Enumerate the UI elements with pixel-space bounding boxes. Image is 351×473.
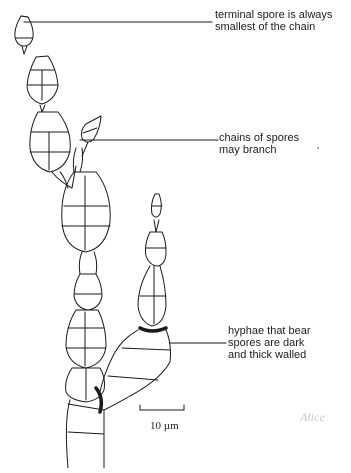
artist-signature: Alice: [300, 410, 325, 425]
right-hypha: [100, 330, 171, 410]
spore-5: [74, 274, 102, 310]
spore-2: [27, 56, 58, 112]
label-terminal-spore: terminal spore is always smallest of the…: [215, 9, 332, 33]
spore-7: [66, 368, 105, 402]
label-hyphae: hyphae that bear spores are dark and thi…: [228, 325, 311, 361]
branch-spore: [82, 116, 102, 156]
label-terminal-spore-line2: smallest of the chain: [215, 21, 332, 33]
scale-bar-label: 10 µm: [150, 420, 179, 432]
label-hyphae-line3: and thick walled: [228, 349, 311, 361]
label-terminal-spore-line1: terminal spore is always: [215, 9, 332, 21]
label-hyphae-line1: hyphae that bear: [228, 325, 311, 337]
label-hyphae-line2: spores are dark: [228, 337, 311, 349]
scale-bar: [140, 405, 184, 410]
label-branching: chains of spores may branch: [219, 132, 299, 156]
spore-4: [62, 172, 110, 252]
spore-6: [66, 310, 106, 368]
main-hypha: [66, 400, 104, 468]
spore-3: [30, 112, 70, 172]
right-chain-terminal: [151, 194, 162, 232]
label-branching-line2: may branch: [219, 144, 299, 156]
right-chain-spore: [138, 232, 166, 326]
label-branching-line1: chains of spores: [219, 132, 299, 144]
